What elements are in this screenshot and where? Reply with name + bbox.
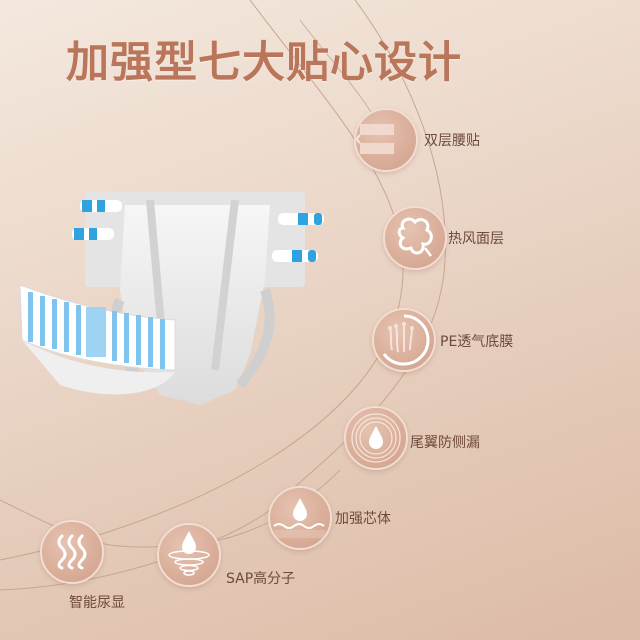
wavy-lines-icon [40,520,104,584]
feature-label: 智能尿显 [69,595,125,611]
feature-label: 热风面层 [448,231,504,247]
feature-label: SAP高分子 [226,571,296,587]
feature-label: 双层腰贴 [424,133,480,149]
cotton-icon [383,206,447,270]
double-layer-waist-tape-icon [354,108,418,172]
breathable-film-icon [372,308,436,372]
feature-label: PE透气底膜 [440,334,514,350]
adult-diaper-image [19,192,324,405]
page-title: 加强型七大贴心设计 [66,38,462,88]
feature-label: 尾翼防侧漏 [410,435,480,451]
feature-label: 加强芯体 [335,511,391,527]
droplet-vortex-icon [157,523,221,587]
fastening-tapes [72,200,324,262]
droplet-wave-icon [268,486,332,550]
droplet-rings-icon [344,406,408,470]
